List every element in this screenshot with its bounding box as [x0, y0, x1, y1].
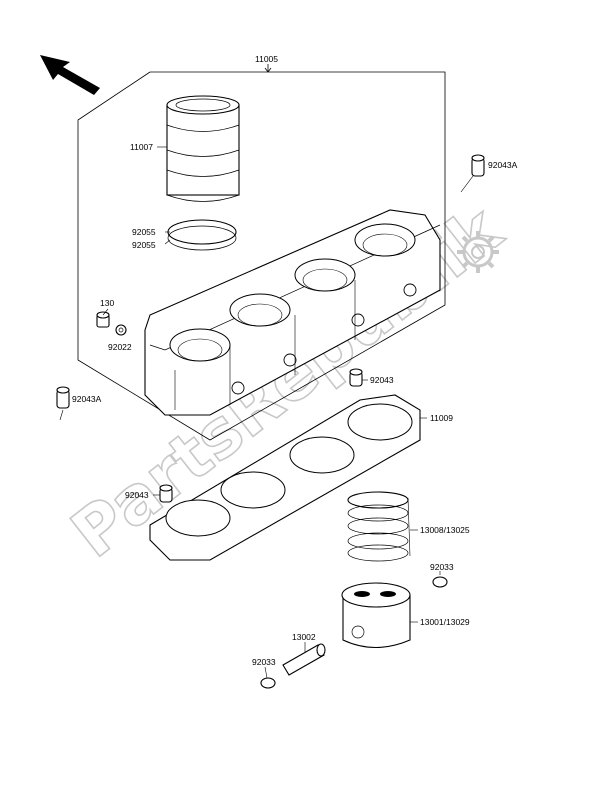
label-92022: 92022 — [108, 342, 132, 352]
label-92033-right: 92033 — [430, 562, 454, 572]
label-11005: 11005 — [255, 54, 278, 64]
cylinder-sleeve — [166, 95, 240, 202]
label-13001-13029: 13001/13029 — [420, 617, 470, 627]
label-92055-b: 92055 — [132, 240, 156, 250]
label-92043-low: 92043 — [125, 490, 149, 500]
label-13002: 13002 — [292, 632, 316, 642]
part-number-labels: 11005 11007 92055 92055 92043A 130 92022… — [72, 54, 518, 667]
label-92055-a: 92055 — [132, 227, 156, 237]
bolt — [96, 311, 110, 328]
dowel-pin-mid — [349, 368, 363, 387]
label-92043a-top: 92043A — [488, 160, 518, 170]
piston-ring-set — [347, 491, 409, 562]
label-92033-left: 92033 — [252, 657, 276, 667]
label-13008-13025: 13008/13025 — [420, 525, 470, 535]
label-130: 130 — [100, 298, 114, 308]
cylinder-block — [144, 209, 441, 416]
label-11007: 11007 — [130, 142, 153, 152]
leader-lines — [59, 146, 474, 679]
circlip-right — [432, 576, 448, 588]
dowel-pin-left — [56, 386, 70, 409]
dowel-pin-low — [159, 484, 173, 503]
o-ring-pair — [167, 219, 237, 251]
dowel-pin-top-right — [471, 154, 485, 177]
label-92043-mid: 92043 — [370, 375, 394, 385]
washer — [115, 324, 127, 336]
label-11009: 11009 — [430, 413, 453, 423]
piston-pin — [282, 643, 326, 676]
piston — [341, 582, 411, 648]
front-direction-arrow-icon — [40, 55, 100, 95]
label-92043a-left: 92043A — [72, 394, 102, 404]
gear-logo-icon — [457, 231, 499, 273]
cylinder-head-gasket — [149, 394, 421, 561]
cylinder-assembly-outline — [77, 64, 446, 441]
circlip-left — [260, 677, 276, 689]
